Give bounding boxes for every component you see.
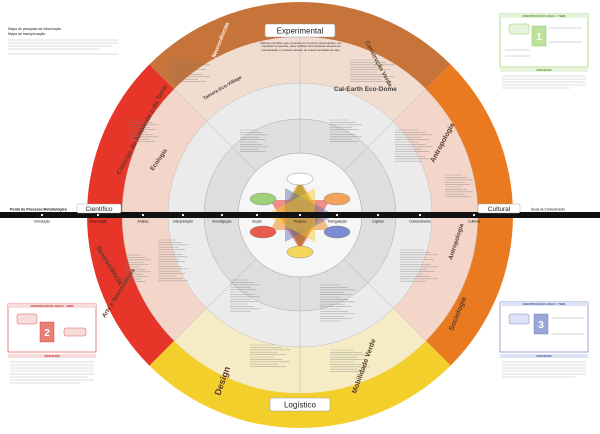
axis-stop-0: Introdução (34, 220, 50, 224)
axis-stop-marker (335, 213, 339, 217)
panel-1-section: CONCEITOS (536, 68, 552, 72)
axis-stop-3: Interpretação (173, 220, 193, 224)
axis-right-label: Áreas de Conhecimento (531, 208, 565, 212)
panel-3-title: CONSTRUÇÃO DO JOGO 3 - TEMA (522, 301, 565, 306)
panel-game-1: CONSTRUÇÃO DO JOGO 1 - TEMA 1 CONCEITOS (499, 13, 589, 89)
axis-stop-9: Conhecimento (409, 220, 431, 224)
axis-stop-5: Acção (252, 220, 262, 224)
axis-left-label: Ponto de Processo Metodológico (10, 208, 68, 212)
label-cal-earth: Cal-Earth Eco-Dome (334, 86, 397, 93)
axis-stop-marker (418, 213, 422, 217)
axis-stop-marker (472, 213, 476, 217)
page-title-2: Mapa de transpicuação (8, 32, 45, 36)
quadrant-label-left: Científico (76, 203, 122, 214)
panel-game-3: CONSTRUÇÃO DO JOGO 3 - TEMA 3 CONCEITOS (499, 301, 589, 378)
experimental-description: Método científico que consiste em procur… (260, 42, 341, 52)
axis-stop-10: Cultural (468, 220, 480, 224)
axis-stop-2: Análise (137, 220, 148, 224)
radial-dividers (173, 37, 427, 393)
axis-stop-8: Captulo (372, 220, 384, 224)
axis-stops: Introdução Observação Análise Interpretação… (34, 213, 480, 224)
axis-stop-7: Triangulação (327, 220, 347, 224)
axis-stop-marker (220, 213, 224, 217)
panel-3-number: 3 (538, 320, 544, 331)
center-nodes (249, 172, 351, 259)
outer-ring-right (425, 64, 513, 366)
panel-3-section: CONCEITOS (536, 354, 552, 358)
decorative-text-lines (125, 59, 473, 372)
axis-stop-marker (141, 213, 145, 217)
panel-game-2: CONSTRUÇÃO DO JOGO 2 - TEMA 2 CONCEITOS (7, 303, 97, 384)
panel-1-title: CONSTRUÇÃO DO JOGO 1 - TEMA (522, 13, 565, 18)
axis-stop-4: Investigação (212, 220, 231, 224)
outer-ring-bottom (149, 340, 451, 428)
axis-stop-1: Observação (89, 220, 107, 224)
axis-stop-marker (255, 213, 259, 217)
quadrant-left-text: Científico (85, 206, 112, 213)
panel-1-number: 1 (536, 32, 542, 43)
axis-stop-6: Projecto (294, 220, 307, 224)
quadrant-label-bottom: Logístico (269, 397, 331, 412)
quadrant-top-text: Experimental (277, 27, 324, 36)
outer-ring-top (149, 2, 451, 90)
panel-2-title: CONSTRUÇÃO DO JOGO 2 - TEMA (30, 303, 73, 308)
axis-stop-marker (96, 213, 100, 217)
axis-stop-marker (181, 213, 185, 217)
axis-stop-marker (40, 213, 44, 217)
panel-2-section: CONCEITOS (44, 354, 60, 358)
quadrant-right-text: Cultural (488, 206, 511, 213)
panel-2-number: 2 (44, 328, 50, 339)
page-title-1: Mapa de pesquisa de informação (8, 27, 61, 31)
quadrant-bottom-text: Logístico (284, 401, 317, 410)
axis-stop-marker (376, 213, 380, 217)
axis-stop-marker (298, 213, 302, 217)
top-left-notes (8, 39, 118, 55)
outer-ring (87, 2, 513, 428)
quadrant-label-right: Cultural (477, 203, 521, 214)
quadrant-label-top: Experimental (264, 23, 336, 38)
outer-ring-left (87, 64, 175, 366)
